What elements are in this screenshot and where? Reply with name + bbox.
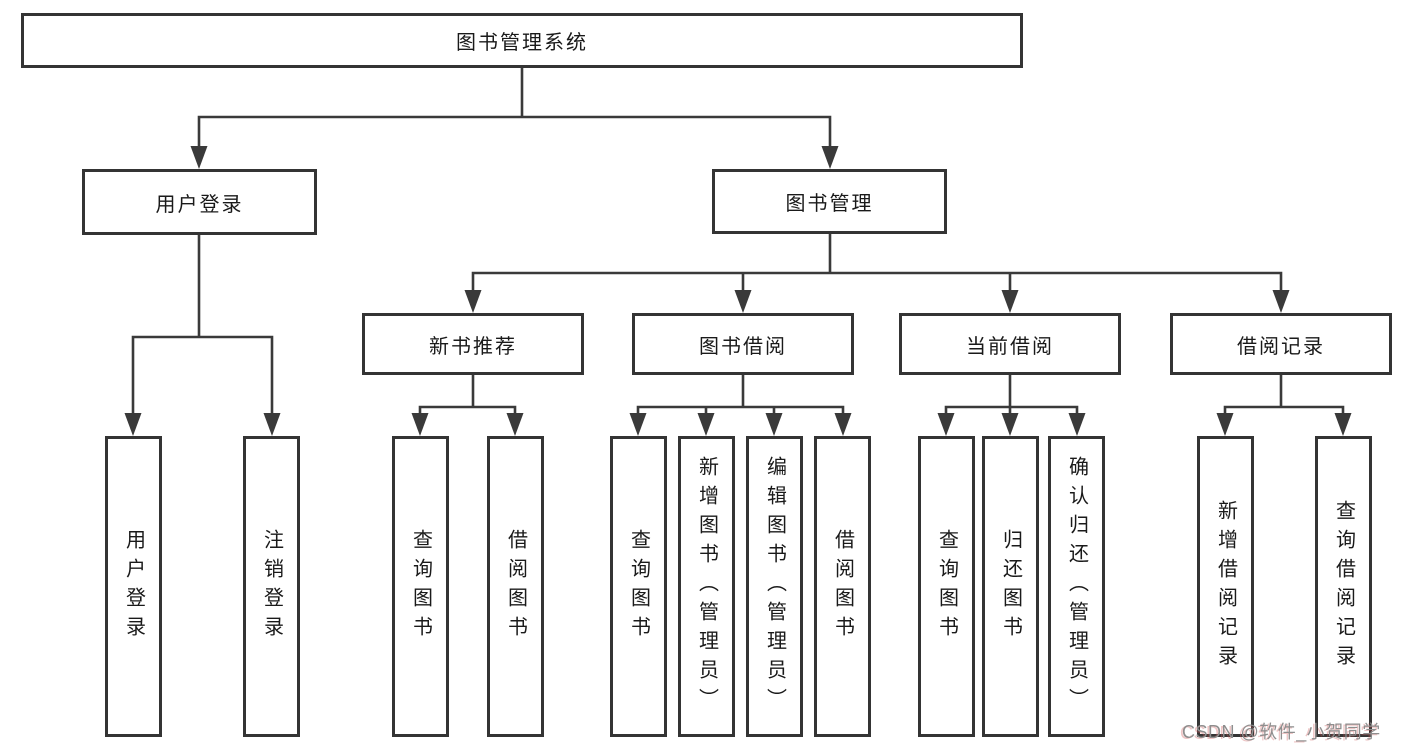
node-label: 确认归还（管理员）: [1065, 456, 1088, 717]
node-label: 查询图书: [627, 528, 650, 645]
edge-borrowing-to-leaves: [636, 373, 845, 417]
node-label: 查询借阅记录: [1332, 499, 1355, 674]
node-book-borrowing: 图书借阅: [632, 313, 854, 375]
arrowhead-icon: [629, 413, 647, 436]
node-label: 注销登录: [260, 528, 283, 645]
arrowhead-icon: [190, 146, 208, 169]
leaf-query-book-borrowing: 查询图书: [610, 436, 667, 737]
node-label: 归还图书: [999, 528, 1022, 645]
node-label: 新增图书（管理员）: [695, 456, 718, 717]
leaf-borrow-book-recommend: 借阅图书: [487, 436, 544, 737]
node-label: 图书管理系统: [456, 32, 588, 54]
node-book-management: 图书管理: [712, 169, 947, 234]
leaf-borrow-book: 借阅图书: [814, 436, 871, 737]
edge-userlogin-to-leaves: [131, 233, 274, 417]
node-label: 编辑图书（管理员）: [763, 456, 786, 717]
leaf-confirm-return-admin: 确认归还（管理员）: [1048, 436, 1105, 737]
leaf-add-borrow-record: 新增借阅记录: [1197, 436, 1254, 737]
leaf-query-borrow-record: 查询借阅记录: [1315, 436, 1372, 737]
edge-current-to-leaves: [944, 373, 1079, 417]
node-label: 图书借阅: [699, 335, 787, 358]
leaf-query-book-current: 查询图书: [918, 436, 975, 737]
node-label: 查询图书: [935, 528, 958, 645]
edge-newbook-to-leaves: [418, 373, 517, 417]
arrowhead-icon: [263, 413, 281, 436]
arrowhead-icon: [1334, 413, 1352, 436]
arrowhead-icon: [1272, 290, 1290, 313]
node-label: 用户登录: [155, 193, 244, 216]
leaf-edit-book-admin: 编辑图书（管理员）: [746, 436, 803, 737]
node-label: 查询图书: [409, 528, 432, 645]
leaf-add-book-admin: 新增图书（管理员）: [678, 436, 735, 737]
arrowhead-icon: [1216, 413, 1234, 436]
node-new-book-recommendation: 新书推荐: [362, 313, 584, 375]
edge-records-to-leaves: [1223, 373, 1345, 417]
edge-root-to-level2: [197, 66, 832, 149]
arrowhead-icon: [834, 413, 852, 436]
node-label: 图书管理: [785, 193, 874, 215]
node-current-borrowing: 当前借阅: [899, 313, 1121, 375]
csdn-watermark: CSDN @软件_小贺同学: [1182, 722, 1381, 742]
node-label: 借阅图书: [831, 528, 854, 645]
arrowhead-icon: [124, 413, 142, 436]
leaf-return-book: 归还图书: [982, 436, 1039, 737]
node-user-login: 用户登录: [82, 169, 317, 235]
arrowhead-icon: [937, 413, 955, 436]
arrowhead-icon: [1068, 413, 1086, 436]
node-library-management-system: 图书管理系统: [21, 13, 1023, 68]
leaf-user-login: 用户登录: [105, 436, 162, 737]
leaf-query-book-recommend: 查询图书: [392, 436, 449, 737]
node-label: 用户登录: [122, 528, 145, 645]
node-label: 新书推荐: [429, 335, 517, 358]
arrowhead-icon: [1001, 290, 1019, 313]
node-label: 借阅图书: [504, 528, 527, 645]
arrowheads: [124, 146, 1352, 436]
arrowhead-icon: [411, 413, 429, 436]
arrowhead-icon: [821, 146, 839, 169]
node-label: 借阅记录: [1237, 335, 1325, 358]
node-label: 当前借阅: [966, 335, 1054, 358]
arrowhead-icon: [506, 413, 524, 436]
arrowhead-icon: [464, 290, 482, 313]
edge-bookmgmt-to-level3: [471, 232, 1283, 294]
node-label: 新增借阅记录: [1214, 499, 1237, 674]
leaf-logout: 注销登录: [243, 436, 300, 737]
arrowhead-icon: [697, 413, 715, 436]
node-borrowing-records: 借阅记录: [1170, 313, 1392, 375]
arrowhead-icon: [765, 413, 783, 436]
arrowhead-icon: [1001, 413, 1019, 436]
arrowhead-icon: [734, 290, 752, 313]
